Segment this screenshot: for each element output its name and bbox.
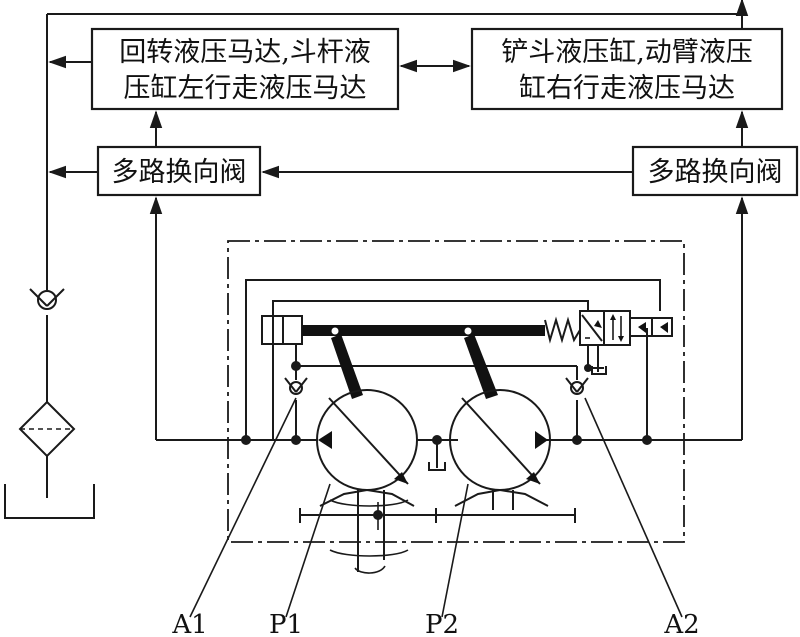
right-directional-valve-box: 多路换向阀 [631, 145, 799, 197]
check-valve-a2 [565, 377, 589, 395]
return-check-valve [29, 288, 65, 310]
right-actuators-line1: 铲斗液压缸,动臂液压 [501, 37, 753, 68]
label-a2: A2 [663, 610, 699, 637]
pump-p1 [316, 389, 418, 572]
left-actuators-box: 回转液压马达,斗杆液 压缸左行走液压马达 [90, 27, 400, 111]
right-valve-label: 多路换向阀 [648, 157, 783, 188]
label-p1: P1 [269, 610, 303, 637]
label-a1: A1 [171, 610, 207, 637]
return-line [46, 0, 749, 498]
right-actuators-line2: 缸右行走液压马达 [519, 73, 735, 104]
pump-p2 [449, 389, 551, 510]
linkage-bar [302, 325, 545, 336]
spring-icon [544, 316, 581, 344]
left-valve-label: 多路换向阀 [112, 157, 247, 188]
right-actuators-box: 铲斗液压缸,动臂液压 缸右行走液压马达 [470, 27, 784, 111]
tank-icon [4, 484, 95, 519]
control-cylinder [261, 315, 303, 345]
left-actuators-line2: 压缸左行走液压马达 [124, 73, 367, 104]
pressure-control-valve [579, 310, 673, 375]
drive-shaft [299, 499, 576, 574]
check-valve-a1 [284, 377, 308, 395]
label-p2: P2 [425, 610, 459, 637]
filter-icon [18, 400, 76, 458]
leader-lines [189, 397, 683, 618]
left-actuators-line1: 回转液压马达,斗杆液 [119, 37, 371, 68]
left-directional-valve-box: 多路换向阀 [96, 145, 262, 197]
junction-dots [241, 361, 652, 520]
